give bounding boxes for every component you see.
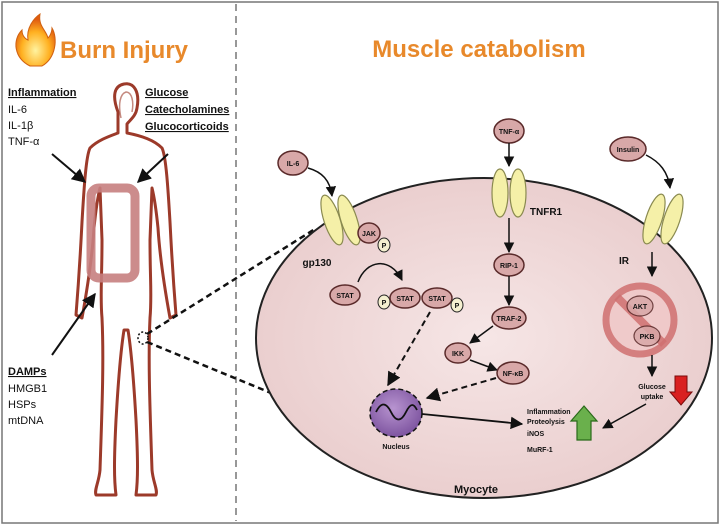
ir-label: IR bbox=[619, 256, 630, 267]
inflammation-item-il1b: IL-1β bbox=[8, 120, 33, 132]
glucose-uptake-line1: Glucose bbox=[638, 384, 666, 391]
nucleus bbox=[369, 388, 423, 438]
nfkb-node: NF-κB bbox=[496, 361, 530, 385]
ir-receptor bbox=[642, 193, 684, 245]
rip1-label: RIP-1 bbox=[500, 263, 518, 270]
nucleus-to-outputs-arrow bbox=[421, 413, 524, 430]
traf2-node: TRAF-2 bbox=[491, 306, 527, 330]
output-proteolysis: Proteolysis bbox=[527, 419, 565, 426]
muscle-catabolism-title: Muscle catabolism bbox=[372, 36, 585, 63]
ikk-node: IKK bbox=[444, 342, 472, 364]
traf2-label: TRAF-2 bbox=[497, 316, 522, 323]
ikk-label: IKK bbox=[452, 351, 464, 358]
zoom-line-top bbox=[146, 227, 316, 336]
stat-to-nucleus-arrow bbox=[387, 311, 431, 387]
damps-item-hsps: HSPs bbox=[8, 399, 37, 411]
gp130-receptor bbox=[320, 194, 361, 246]
inflammation-item-il6: IL-6 bbox=[8, 104, 27, 116]
output-inos: iNOS bbox=[527, 431, 544, 438]
pkb-label: PKB bbox=[640, 334, 655, 341]
stat-activation-arrow bbox=[357, 262, 403, 283]
myocyte-label: Myocyte bbox=[454, 484, 498, 496]
stat-p-right-label: P bbox=[455, 303, 460, 310]
catecholamines-header: Catecholamines bbox=[145, 104, 229, 116]
jak-node: JAK bbox=[357, 222, 381, 244]
il6-arrow bbox=[307, 167, 337, 198]
stat-p-right: P bbox=[450, 297, 464, 313]
stat-p-left: P bbox=[377, 294, 391, 310]
pkb-node: PKB bbox=[633, 325, 661, 347]
glucose-uptake-line2: uptake bbox=[641, 394, 664, 401]
damps-item-hmgb1: HMGB1 bbox=[8, 383, 47, 395]
nfkb-to-nucleus-arrow bbox=[425, 377, 497, 402]
glucose-arrow bbox=[136, 153, 169, 183]
stat-label-free: STAT bbox=[336, 293, 354, 300]
output-murf1: MuRF-1 bbox=[527, 447, 553, 454]
inflammation-arrow bbox=[51, 153, 87, 183]
jak-label: JAK bbox=[362, 231, 376, 238]
il6-label: IL-6 bbox=[287, 161, 300, 168]
akt-label: AKT bbox=[633, 304, 648, 311]
akt-node: AKT bbox=[626, 295, 654, 317]
inflammation-header: Inflammation bbox=[8, 87, 77, 99]
tnfa-label: TNF-α bbox=[499, 129, 520, 136]
glucose-to-outputs-arrow bbox=[602, 403, 647, 429]
tnfa-node: TNF-α bbox=[493, 118, 525, 144]
rip1-node: RIP-1 bbox=[493, 253, 525, 277]
up-arrow-icon bbox=[569, 405, 599, 441]
tnfr1-label: TNFR1 bbox=[530, 207, 563, 218]
nucleus-label: Nucleus bbox=[382, 444, 409, 451]
damps-header: DAMPs bbox=[8, 366, 47, 378]
stat-label-dimer-1: STAT bbox=[396, 296, 414, 303]
stat-node-free: STAT bbox=[329, 284, 361, 306]
flame-icon bbox=[15, 12, 56, 67]
gp130-label: gp130 bbox=[303, 258, 332, 269]
ikk-to-nfkb-arrow bbox=[469, 359, 498, 372]
stat-node-dimer-2: STAT bbox=[421, 287, 453, 309]
damps-item-mtdna: mtDNA bbox=[8, 415, 44, 427]
tnfr1-receptor bbox=[491, 168, 527, 218]
damps-arrow bbox=[51, 292, 96, 356]
glucose-header: Glucose bbox=[145, 87, 188, 99]
stat-node-dimer-1: STAT bbox=[389, 287, 421, 309]
zoom-circle bbox=[137, 331, 149, 345]
inflammation-item-tnfa: TNF-α bbox=[8, 136, 40, 148]
jak-p-label: P bbox=[382, 243, 387, 250]
glucocorticoids-header: Glucocorticoids bbox=[145, 121, 229, 133]
insulin-label: Insulin bbox=[617, 147, 640, 154]
il6-node: IL-6 bbox=[277, 150, 309, 176]
nfkb-label: NF-κB bbox=[503, 371, 524, 378]
dna-icon bbox=[375, 403, 418, 421]
human-body-outline bbox=[74, 82, 178, 497]
output-inflammation: Inflammation bbox=[527, 409, 571, 416]
stat-p-left-label: P bbox=[382, 300, 387, 307]
insulin-arrow bbox=[645, 154, 675, 190]
burn-injury-title: Burn Injury bbox=[60, 37, 189, 64]
insulin-node: Insulin bbox=[609, 136, 647, 162]
jak-phosphate: P bbox=[377, 237, 391, 253]
torso-loop-icon bbox=[86, 183, 140, 283]
stat-label-dimer-2: STAT bbox=[428, 296, 446, 303]
down-arrow-icon bbox=[668, 375, 694, 406]
traf2-to-ikk-arrow bbox=[469, 325, 494, 344]
